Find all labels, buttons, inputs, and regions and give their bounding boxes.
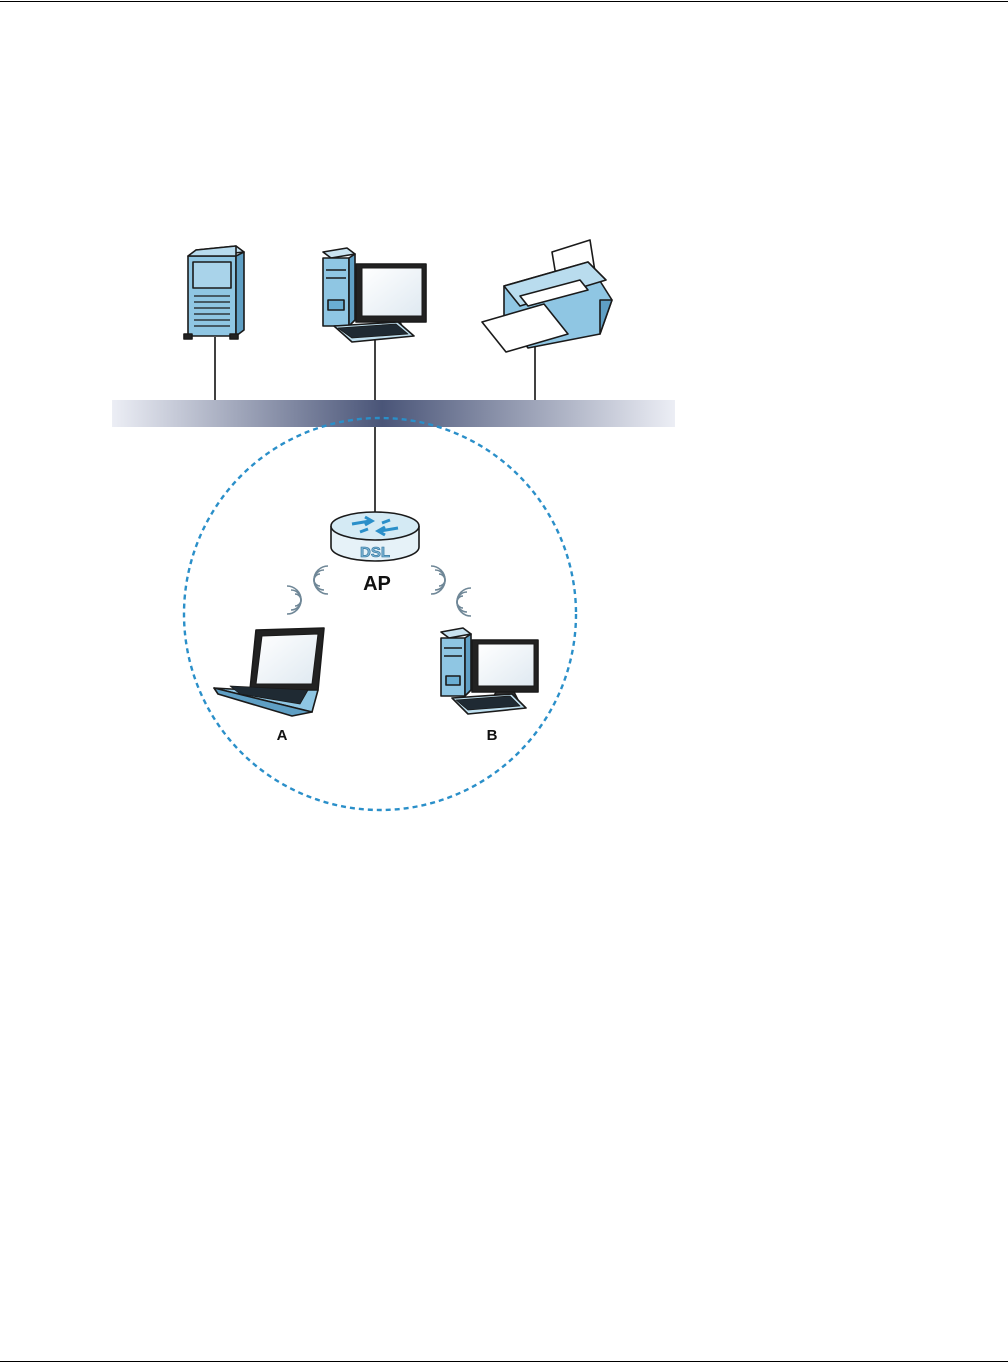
wireless-coverage-area	[184, 418, 576, 810]
router-label: AP	[363, 573, 391, 595]
network-backbone	[112, 400, 675, 427]
server-icon	[184, 246, 244, 339]
laptop-icon	[214, 628, 324, 716]
client-a-label: A	[277, 727, 288, 744]
dsl-router-icon: DSL	[331, 512, 419, 561]
printer-icon	[482, 240, 612, 352]
router-badge: DSL	[360, 544, 390, 561]
desktop-computer-icon	[323, 248, 426, 342]
desktop-computer-icon	[441, 628, 538, 714]
client-b-label: B	[487, 727, 498, 744]
